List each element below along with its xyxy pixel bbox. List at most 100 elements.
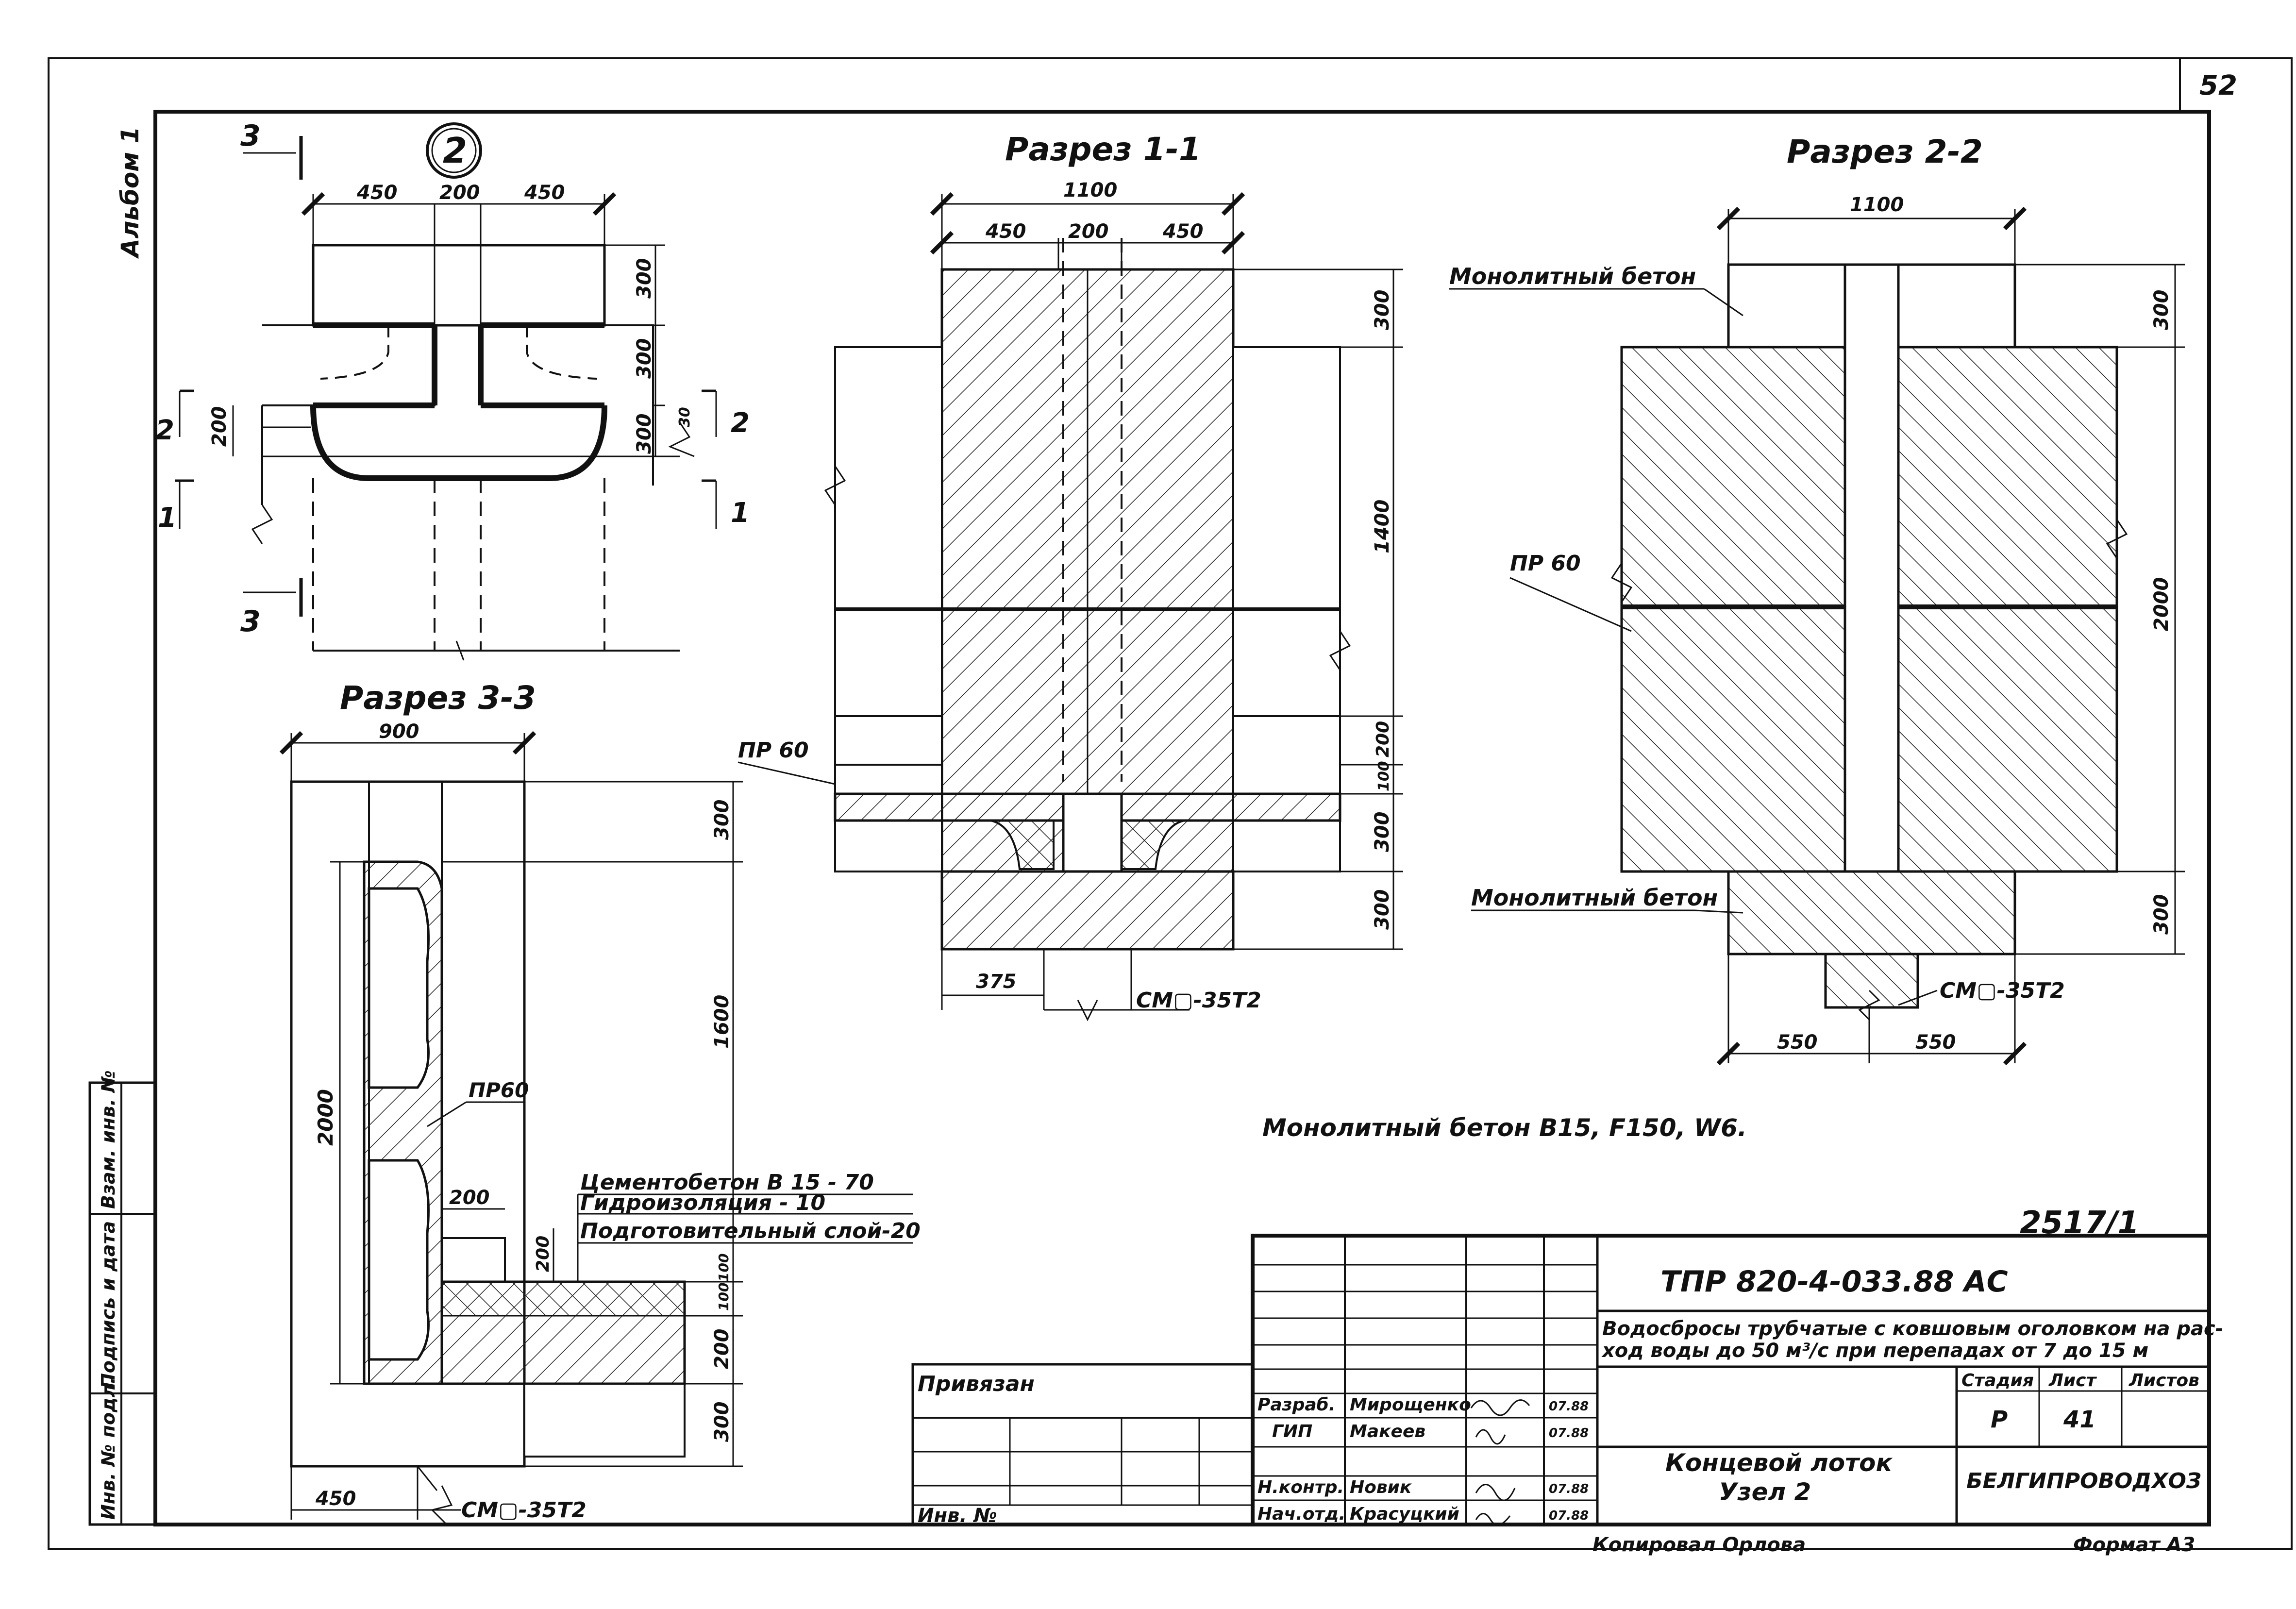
- role-chief-engineer: ГИП: [1272, 1422, 1312, 1441]
- project-line-1: Водосбросы трубчатые с ковшовым оголовко…: [1602, 1318, 2223, 1340]
- s33-layer-1: Цементобетон В 15 - 70: [580, 1170, 874, 1195]
- date-norm-control: 07.88: [1549, 1482, 1589, 1496]
- role-developer: Разраб.: [1257, 1395, 1335, 1415]
- section-2-2: [1449, 206, 2185, 1066]
- s11-label-cm: СМ▢-35Т2: [1136, 988, 1261, 1013]
- side-stamp-inv-original: Инв. № подл.: [98, 1377, 119, 1520]
- s22-dim-bottom-2: 550: [1915, 1031, 1956, 1054]
- s11-dim-right-5: 300: [1371, 812, 1393, 853]
- side-stamp-replacement: Взам. инв. №: [98, 1070, 119, 1209]
- s33-dim-inner-h: 200: [449, 1187, 490, 1209]
- s33-label-cm: СМ▢-35Т2: [461, 1498, 587, 1523]
- plan-dim-right-3: 300: [633, 414, 655, 454]
- s11-dim-top-2: 200: [1068, 220, 1109, 243]
- album-label: Альбом 1: [116, 127, 144, 259]
- sheets-label: Листов: [2128, 1371, 2199, 1391]
- s33-dim-bottom: 450: [315, 1488, 356, 1510]
- plan-dim-top-mid: 200: [439, 182, 480, 204]
- node-number: 2: [443, 130, 467, 171]
- node-circle: [426, 122, 482, 179]
- date-developer: 07.88: [1549, 1399, 1589, 1414]
- s33-dim-right-5: 200: [711, 1329, 733, 1370]
- name-developer: Мирощенко: [1350, 1395, 1471, 1415]
- s22-label-concrete-bottom: Монолитный бетон: [1471, 885, 1718, 911]
- name-dept-head: Красуцкий: [1350, 1504, 1459, 1524]
- s22-dim-bottom-1: 550: [1777, 1031, 1818, 1054]
- s11-dim-bottom: 375: [976, 971, 1017, 993]
- cut-mark-1-right: 1: [731, 497, 750, 529]
- cut-mark-2-right: 2: [731, 407, 750, 439]
- concrete-note: Монолитный бетон В15, F150, W6.: [1262, 1114, 1747, 1142]
- name-norm-control: Новик: [1350, 1477, 1412, 1497]
- s22-dim-total: 1100: [1850, 194, 1904, 216]
- section-2-2-labels: Разрез 2-2 1100 300 2000 300 550 550 Мон…: [1449, 133, 2173, 1054]
- page-number: 52: [2199, 70, 2237, 101]
- inv-label: Инв. №: [918, 1505, 997, 1527]
- side-stamp-sign-date: Подпись и дата: [98, 1221, 119, 1389]
- s33-dim-inner-v: 200: [533, 1236, 553, 1272]
- s11-label-pr: ПР 60: [738, 738, 809, 763]
- s11-dim-right-2: 1400: [1371, 500, 1393, 553]
- date-chief-engineer: 07.88: [1549, 1426, 1589, 1441]
- s11-dim-right-1: 300: [1371, 290, 1393, 331]
- plan-labels: 2 450 200 450 300 300 300 30 200 3 3 2 2…: [155, 119, 750, 638]
- plan-dim-right-2: 300: [633, 338, 655, 379]
- section-3-3: [279, 731, 913, 1525]
- plan-dim-top-left: 450: [356, 182, 398, 204]
- sheet-label: Лист: [2048, 1371, 2097, 1391]
- name-chief-engineer: Макеев: [1350, 1422, 1425, 1441]
- sheet-value: 41: [2063, 1406, 2096, 1433]
- s33-dim-right-1: 300: [711, 800, 733, 840]
- organization: БЕЛГИПРОВОДХОЗ: [1966, 1469, 2201, 1493]
- project-line-2: ход воды до 50 м³/с при перепадах от 7 д…: [1601, 1340, 2148, 1362]
- s33-layer-3: Подготовительный слой-20: [580, 1219, 921, 1243]
- plan-dim-left: 200: [208, 406, 231, 447]
- section-1-1: [737, 192, 1403, 1022]
- s33-dim-right-3: 100: [716, 1283, 732, 1311]
- cut-mark-3-bottom: 3: [240, 604, 261, 638]
- s11-dim-right-4: 100: [1375, 761, 1392, 791]
- bound-label: Привязан: [918, 1372, 1035, 1396]
- title-block-text: ТПР 820-4-033.88 АС Водосбросы трубчатые…: [918, 1265, 2223, 1527]
- s22-dim-right-2: 2000: [2150, 577, 2173, 631]
- stage-label: Стадия: [1961, 1371, 2034, 1391]
- signature-norm-control: [1475, 1484, 1516, 1501]
- cut-mark-1-left: 1: [158, 502, 177, 534]
- copied-by: Копировал Орлова: [1592, 1534, 1806, 1556]
- plan-dim-right-1: 300: [633, 258, 655, 299]
- s22-dim-right-1: 300: [2150, 290, 2173, 331]
- title-block: [911, 1234, 2211, 1526]
- s11-dim-total: 1100: [1063, 179, 1117, 201]
- drawing-name-line-2: Узел 2: [1719, 1478, 1811, 1506]
- s33-label-pr: ПР60: [469, 1078, 529, 1102]
- role-dept-head: Нач.отд.: [1257, 1504, 1345, 1524]
- section-1-1-title: Разрез 1-1: [1005, 131, 1201, 168]
- section-2-2-title: Разрез 2-2: [1787, 133, 1983, 170]
- s33-dim-right-4: 100: [716, 1254, 732, 1282]
- date-dept-head: 07.88: [1549, 1508, 1589, 1523]
- plan-view: [175, 122, 717, 661]
- drawing-name-line-1: Концевой лоток: [1665, 1449, 1893, 1477]
- s33-dim-width: 900: [379, 721, 419, 743]
- s33-dim-right-6: 300: [711, 1402, 733, 1442]
- stage-value: Р: [1991, 1406, 2008, 1433]
- signature-dept-head: [1475, 1513, 1511, 1526]
- s22-label-cm: СМ▢-35Т2: [1940, 978, 2065, 1003]
- side-stamp: Инв. № подл. Подпись и дата Взам. инв. №: [88, 1070, 157, 1526]
- signature-developer: [1470, 1399, 1530, 1416]
- plan-dim-right-4: 30: [676, 407, 693, 427]
- s11-dim-right-3: 200: [1373, 721, 1393, 757]
- s22-label-pr: ПР 60: [1510, 551, 1581, 576]
- section-1-1-labels: Разрез 1-1 1100 450 200 450 300 1400 200…: [738, 131, 1393, 1013]
- role-norm-control: Н.контр.: [1257, 1477, 1344, 1497]
- plan-dim-top-right: 450: [524, 182, 565, 204]
- paper-format: Формат А3: [2073, 1534, 2195, 1556]
- s11-dim-top-1: 450: [985, 220, 1026, 243]
- signature-chief-engineer: [1475, 1429, 1506, 1445]
- s33-dim-height: 2000: [314, 1089, 337, 1146]
- s33-layer-2: Гидроизоляция - 10: [580, 1190, 825, 1215]
- s11-dim-right-6: 300: [1371, 889, 1393, 930]
- s22-label-concrete-top: Монолитный бетон: [1449, 263, 1696, 289]
- section-3-3-labels: Разрез 3-3 900 2000 300 1600 100 100 200…: [314, 679, 921, 1523]
